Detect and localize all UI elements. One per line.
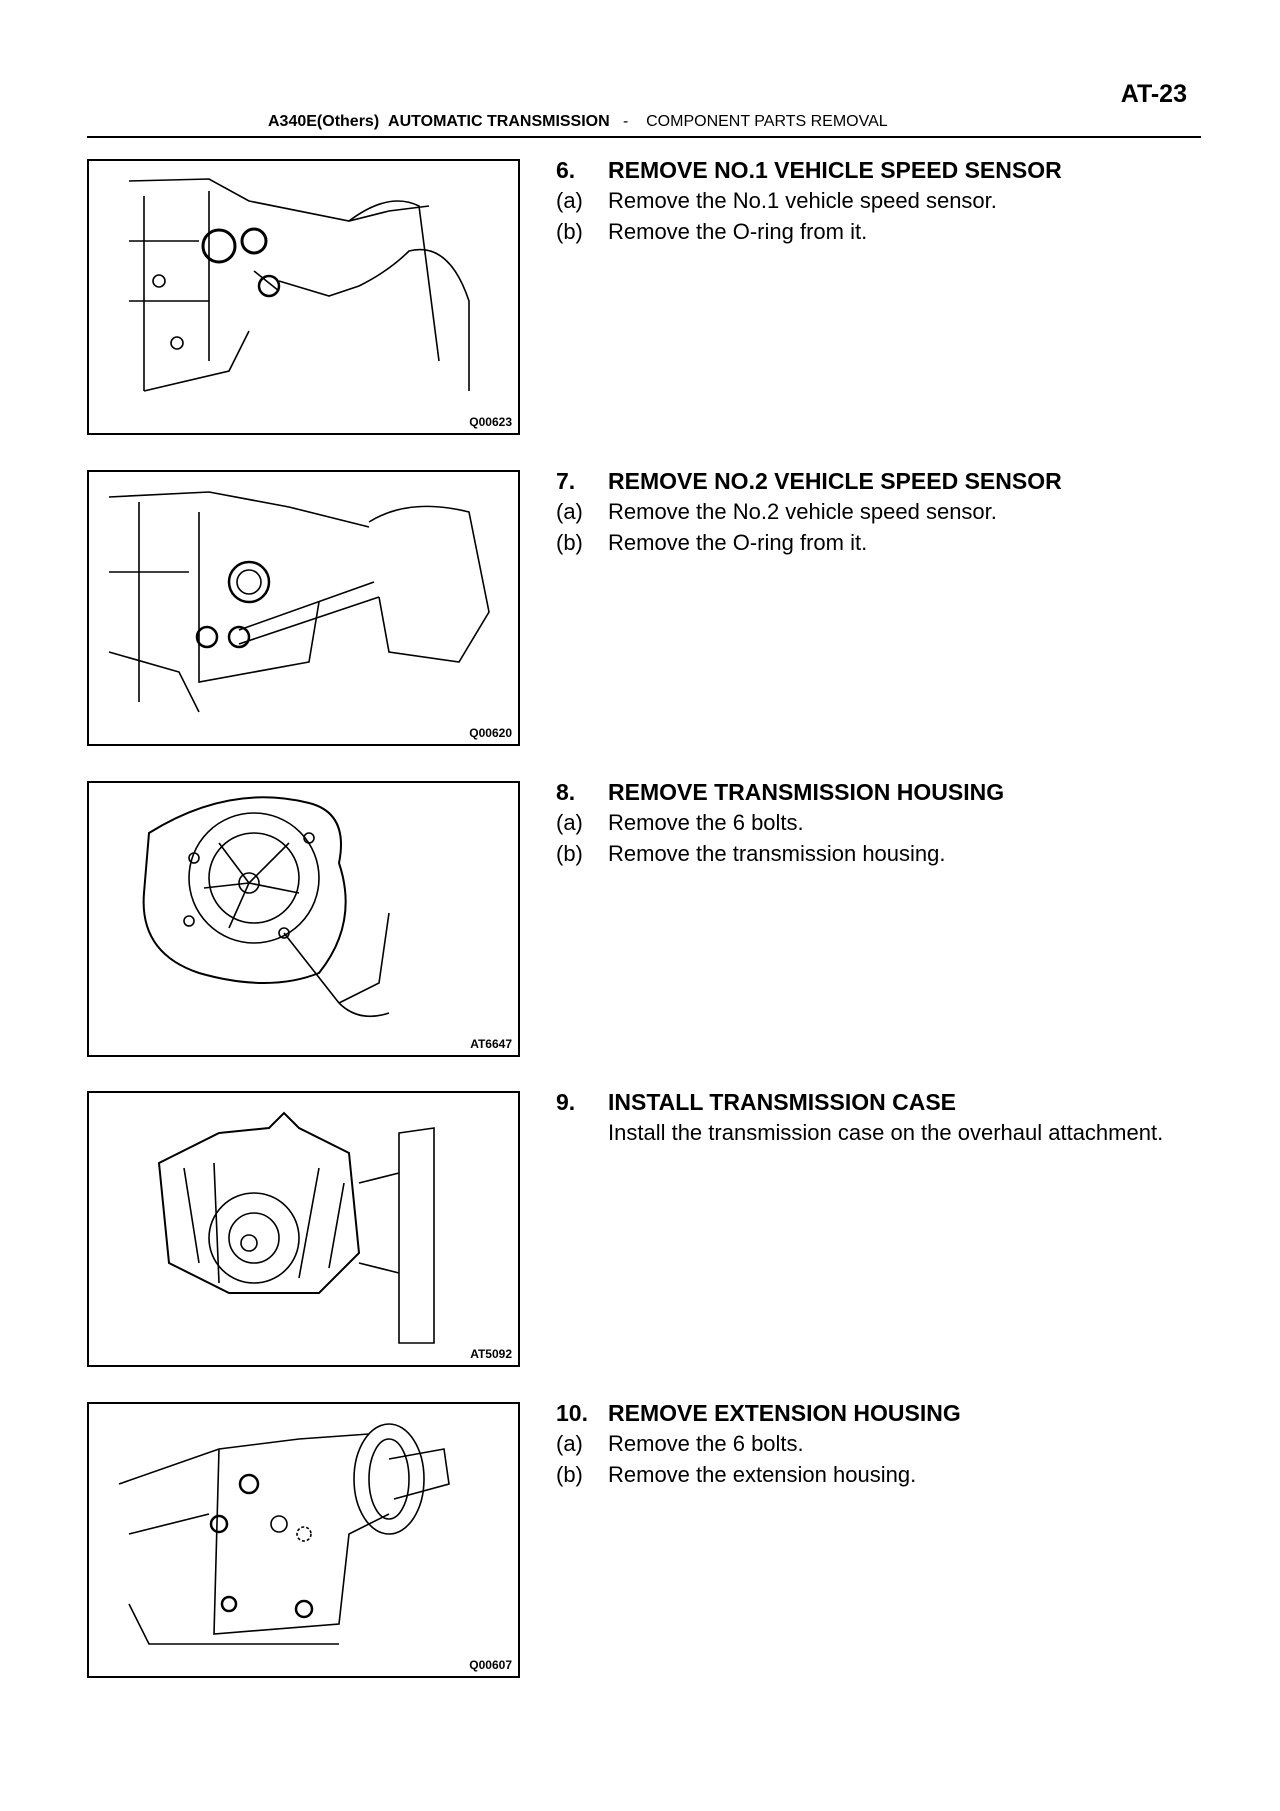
page-number: AT-23 [1120,80,1187,108]
step-8: 8. REMOVE TRANSMISSION HOUSING (a) Remove … [556,779,1236,872]
figure-code: Q00623 [469,415,512,429]
substep-text: Remove the O-ring from it. [608,219,868,244]
step-title: INSTALL TRANSMISSION CASE [608,1089,956,1115]
figure-code: Q00607 [469,1658,512,1672]
transmission-housing-illustration [142,796,390,1018]
figure-q00623: Q00623 [87,159,520,435]
step-10: 10. REMOVE EXTENSION HOUSING (a) Remove th… [556,1400,1236,1493]
figure-code: AT5092 [470,1347,512,1361]
section-title: AUTOMATIC TRANSMISSION [388,113,610,130]
substep-text: Remove the No.2 vehicle speed sensor. [608,499,997,524]
step-number: 9. [556,1089,576,1115]
figure-q00620: Q00620 [87,470,520,746]
step-number: 10. [556,1400,588,1426]
substep-text: Remove the extension housing. [608,1462,917,1487]
step-title: REMOVE EXTENSION HOUSING [608,1400,961,1426]
running-header: A340E(Others) AUTOMATIC TRANSMISSION - C… [268,113,888,131]
extension-housing-illustration [118,1423,450,1645]
substep-label: (b) [556,1462,583,1487]
step-number: 6. [556,157,576,183]
figure-code: Q00620 [469,726,512,740]
step-6: 6. REMOVE NO.1 VEHICLE SPEED SENSOR (a) Re… [556,157,1236,250]
figure-at5092: AT5092 [87,1091,520,1367]
header-rule [87,136,1201,138]
speed-sensor-2-illustration [108,491,490,713]
substep-label [556,1120,608,1151]
substep-label: (b) [556,841,583,866]
step-9: 9. INSTALL TRANSMISSION CASE Install the … [556,1089,1236,1151]
substep-label: (a) [556,188,583,213]
figure-code: AT6647 [470,1037,512,1051]
step-number: 8. [556,779,576,805]
substep-label: (a) [556,1431,583,1456]
transmission-case-illustration [157,1111,435,1344]
step-title: REMOVE TRANSMISSION HOUSING [608,779,1005,805]
separator: - [623,113,629,130]
substep-text: Remove the 6 bolts. [608,1431,804,1456]
step-7: 7. REMOVE NO.2 VEHICLE SPEED SENSOR (a) Re… [556,468,1236,561]
model: A340E(Others) [268,113,380,130]
figure-at6647: AT6647 [87,781,520,1057]
substep-label: (a) [556,810,583,835]
substep-text: Install the transmission case on the ove… [608,1120,1164,1145]
figure-q00607: Q00607 [87,1402,520,1678]
substep-label: (a) [556,499,583,524]
substep-text: Remove the O-ring from it. [608,530,868,555]
substep-label: (b) [556,530,583,555]
step-number: 7. [556,468,576,494]
subsection-title: COMPONENT PARTS REMOVAL [646,113,888,130]
substep-text: Remove the transmission housing. [608,841,946,866]
substep-text: Remove the 6 bolts. [608,810,804,835]
step-title: REMOVE NO.1 VEHICLE SPEED SENSOR [608,157,1062,183]
substep-text: Remove the No.1 vehicle speed sensor. [608,188,997,213]
speed-sensor-1-illustration [128,178,470,392]
step-title: REMOVE NO.2 VEHICLE SPEED SENSOR [608,468,1062,494]
substep-label: (b) [556,219,583,244]
